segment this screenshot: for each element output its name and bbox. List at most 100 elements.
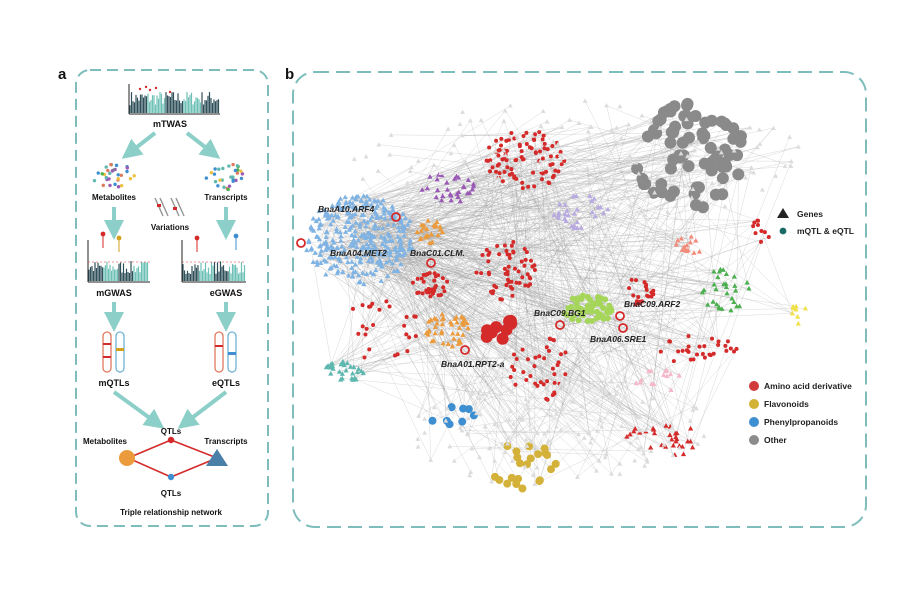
arrow-eqtls-qtls bbox=[177, 390, 228, 429]
network-gene-node bbox=[343, 199, 349, 205]
network-gene-node bbox=[443, 418, 449, 423]
network-gene-node bbox=[323, 239, 329, 244]
network-gene-node bbox=[349, 265, 355, 270]
network-metabolite-node bbox=[551, 337, 556, 342]
network-gene-node bbox=[501, 118, 507, 123]
network-gene-node bbox=[465, 177, 471, 183]
network-metabolite-node bbox=[523, 283, 528, 288]
cluster-dot bbox=[213, 167, 217, 171]
network-gene-node bbox=[465, 325, 471, 331]
network-gene-node bbox=[410, 180, 416, 186]
network-gene-node bbox=[478, 117, 484, 123]
network-metabolite-node bbox=[522, 246, 527, 251]
network-metabolite-node bbox=[537, 149, 542, 154]
network-metabolite-node bbox=[545, 379, 550, 384]
network-gene-node bbox=[349, 232, 355, 238]
network-metabolite-node bbox=[565, 305, 572, 312]
network-gene-node bbox=[475, 188, 480, 193]
network-nodes bbox=[304, 97, 808, 493]
network-gene-node bbox=[338, 237, 344, 243]
network-gene-node bbox=[534, 465, 540, 470]
network-gene-node bbox=[746, 285, 752, 291]
network-gene-node bbox=[716, 304, 722, 310]
network-gene-node bbox=[579, 403, 585, 409]
network-gene-node bbox=[346, 219, 352, 225]
network-gene-node bbox=[323, 271, 329, 277]
network-gene-node bbox=[452, 316, 458, 321]
network-metabolite-node bbox=[447, 403, 456, 412]
network-gene-node bbox=[414, 229, 420, 234]
network-gene-node bbox=[432, 330, 438, 336]
network-gene-node bbox=[398, 261, 404, 267]
network-gene-node bbox=[562, 202, 568, 207]
network-gene-node bbox=[459, 428, 465, 433]
network-metabolite-node bbox=[532, 184, 537, 189]
network-gene-node bbox=[578, 225, 584, 230]
network-gene-node bbox=[602, 454, 608, 460]
network-gene-node bbox=[415, 158, 421, 163]
network-gene-node bbox=[335, 268, 341, 274]
network-gene-node bbox=[564, 207, 570, 213]
network-gene-node bbox=[673, 203, 679, 209]
network-gene-node bbox=[431, 315, 438, 321]
network-gene-node bbox=[747, 125, 753, 130]
network-gene-node bbox=[333, 226, 340, 232]
panel-b-label: b bbox=[285, 66, 294, 83]
network-gene-node bbox=[711, 281, 717, 287]
network-gene-node bbox=[587, 193, 593, 199]
network-metabolite-node bbox=[724, 348, 729, 353]
network-gene-node bbox=[366, 258, 372, 264]
gene-label-met2: BnaA04.MET2 bbox=[330, 248, 387, 258]
network-metabolite-node bbox=[513, 453, 522, 462]
network-gene-node bbox=[349, 370, 356, 376]
network-gene-node bbox=[451, 336, 457, 341]
network-metabolite-node bbox=[537, 130, 542, 135]
network-gene-node bbox=[537, 167, 543, 172]
network-gene-node bbox=[396, 228, 402, 233]
network-metabolite-node bbox=[499, 297, 504, 302]
network-gene-node bbox=[444, 179, 450, 185]
network-gene-node bbox=[460, 109, 465, 114]
network-metabolite-node bbox=[547, 465, 556, 474]
network-metabolite-node bbox=[532, 364, 537, 369]
network-metabolite-node bbox=[459, 404, 468, 413]
network-metabolite-node bbox=[421, 279, 426, 284]
network-gene-node bbox=[643, 427, 648, 432]
cluster-dot bbox=[235, 164, 240, 168]
network-gene-node bbox=[340, 269, 346, 274]
network-gene-node bbox=[615, 383, 621, 388]
network-metabolite-node bbox=[762, 230, 767, 235]
cluster-dot bbox=[113, 182, 117, 187]
network-gene-node bbox=[585, 136, 591, 142]
network-gene-node bbox=[343, 367, 349, 373]
network-gene-node bbox=[614, 140, 620, 145]
network-gene-node bbox=[530, 383, 536, 388]
network-gene-node bbox=[364, 219, 370, 225]
network-gene-node bbox=[375, 198, 381, 204]
network-gene-node bbox=[541, 431, 547, 436]
network-gene-node bbox=[651, 430, 658, 436]
network-gene-node bbox=[460, 322, 467, 327]
network-gene-node bbox=[445, 341, 451, 346]
network-gene-node bbox=[385, 222, 391, 227]
network-gene-node bbox=[368, 202, 374, 208]
network-gene-node bbox=[542, 371, 548, 376]
cluster-dot bbox=[204, 176, 209, 180]
network-gene-node bbox=[522, 207, 528, 212]
network-gene-node bbox=[696, 248, 703, 254]
network-gene-node bbox=[352, 240, 358, 246]
network-gene-node bbox=[469, 391, 475, 397]
network-gene-node bbox=[376, 142, 382, 147]
network-gene-node bbox=[560, 155, 565, 161]
network-gene-node bbox=[455, 194, 461, 199]
network-transcripts-label: Transcripts bbox=[204, 437, 248, 446]
network-gene-node bbox=[316, 225, 322, 231]
network-gene-node bbox=[645, 192, 651, 197]
network-gene-node bbox=[336, 369, 342, 374]
gene-marker-bg1 bbox=[555, 320, 565, 330]
network-metabolite-node bbox=[532, 267, 537, 272]
network-gene-node bbox=[318, 248, 324, 253]
network-metabolite-node bbox=[544, 169, 549, 174]
network-gene-node bbox=[389, 237, 395, 243]
network-metabolite-node bbox=[547, 181, 552, 186]
